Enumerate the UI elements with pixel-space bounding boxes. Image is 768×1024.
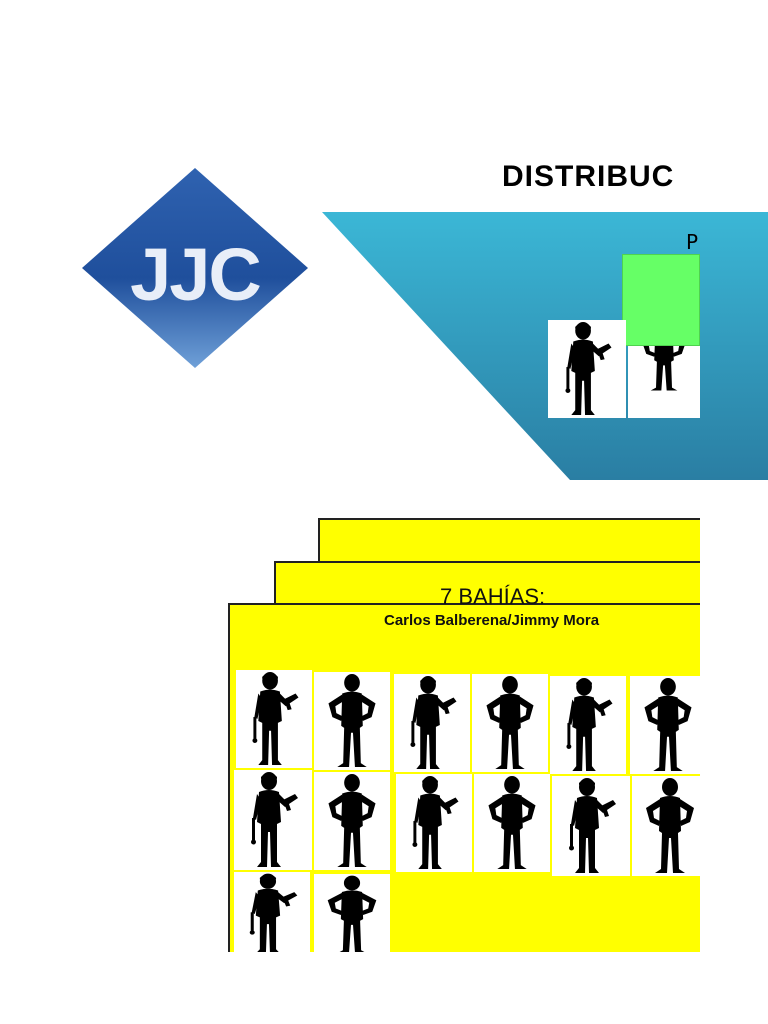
worker-hands-on-hips-icon: [314, 672, 390, 770]
green-box: [622, 254, 700, 346]
worker-hands-on-hips-icon: [314, 874, 390, 956]
worker-with-drill-icon: [552, 776, 630, 876]
worker-with-drill-icon: [550, 676, 626, 774]
worker-hands-on-hips-icon: [628, 346, 700, 418]
page-title: DISTRIBUC: [502, 160, 675, 193]
worker-hands-on-hips-icon: [474, 774, 550, 872]
page-margin-right: [700, 500, 768, 970]
page-margin-bottom: [200, 952, 768, 1024]
worker-with-drill-icon: [548, 320, 626, 418]
worker-with-drill-icon: [234, 872, 310, 956]
worker-with-drill-icon: [234, 770, 312, 870]
worker-with-drill-icon: [236, 670, 312, 768]
worker-hands-on-hips-icon: [314, 772, 390, 870]
worker-with-drill-icon: [396, 774, 472, 872]
jjc-logo: JJC: [82, 168, 308, 368]
worker-hands-on-hips-icon: [632, 776, 708, 876]
worker-hands-on-hips-icon: [630, 676, 706, 774]
worker-with-drill-icon: [394, 674, 470, 772]
header-banner: [322, 212, 768, 480]
bay-title: 7 BAHÍAS:: [440, 584, 546, 609]
logo-text: JJC: [130, 233, 260, 316]
bay-supervisors: Carlos Balberena/Jimmy Mora: [384, 612, 600, 629]
banner-letter: P: [686, 230, 699, 254]
worker-hands-on-hips-icon: [472, 674, 548, 772]
